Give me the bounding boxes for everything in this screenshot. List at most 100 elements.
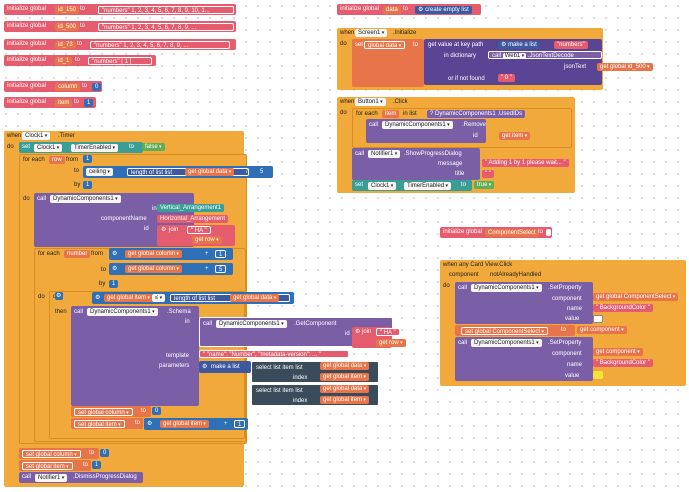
dyn-dropdown[interactable]: DynamicComponents1 (50, 195, 121, 203)
init-column[interactable]: initialize global column to 0 (4, 81, 102, 92)
dyn-dropdown[interactable]: DynamicComponents1 (216, 320, 287, 328)
ha-text-2[interactable]: " HA " (376, 328, 400, 336)
loop-var[interactable]: item (382, 110, 400, 118)
var-name[interactable]: column (55, 82, 81, 91)
init-id150[interactable]: initialize global id_150 to "numbers" 1,… (4, 4, 236, 15)
get-component-2[interactable]: get component (593, 348, 643, 356)
property-dropdown[interactable]: TimerEnabled (71, 143, 119, 152)
sel-get-data-2[interactable]: get global data (320, 385, 370, 393)
set-global-component-select[interactable]: set global ComponentSelect to (455, 325, 575, 336)
dyn-dropdown[interactable]: DynamicComponents1 (471, 284, 542, 292)
sel-get-data-1[interactable]: get global data (320, 362, 370, 370)
number-value[interactable]: 0 (92, 82, 102, 91)
set-global-column-2[interactable]: set global column to (19, 448, 99, 459)
set-var-dropdown[interactable]: set global ComponentSelect (461, 326, 548, 335)
gear-icon[interactable]: ⚙ (56, 293, 62, 299)
component-dropdown[interactable]: Button1 (355, 98, 386, 106)
init-data[interactable]: initialize global data to ⚙ create empty… (337, 4, 481, 15)
get-item[interactable]: get global item (104, 294, 153, 302)
get-row[interactable]: get row (192, 236, 222, 244)
clock-dropdown[interactable]: Clock1 (368, 181, 397, 190)
gear-icon[interactable]: ⚙ (112, 251, 118, 257)
dyn-dropdown[interactable]: DynamicComponents1 (87, 308, 158, 316)
dyn-dropdown[interactable]: DynamicComponents1 (435, 111, 496, 117)
add-block-to[interactable]: ⚙ get global column + 5 (109, 263, 233, 275)
var-name[interactable]: id_500 (55, 22, 80, 31)
init-id500[interactable]: initialize global id_500 to "numbers" 1,… (4, 21, 236, 32)
web-dropdown[interactable]: Web1 (502, 53, 527, 59)
from-value[interactable]: 1 (83, 155, 93, 163)
sel-get-item-2[interactable]: get global item (320, 396, 369, 404)
by-value[interactable]: 1 (109, 280, 119, 288)
create-empty-list[interactable]: ⚙ create empty list (415, 5, 472, 14)
property-dropdown[interactable]: TimerEnabled (404, 181, 452, 190)
one-value[interactable]: 1 (92, 461, 102, 469)
dyn-dropdown[interactable]: DynamicComponents1 (382, 121, 453, 129)
get-id500[interactable]: get global id_500 (597, 63, 653, 71)
divisor[interactable]: 5 (257, 168, 267, 176)
bg-color-text-2[interactable]: " BackgroundColor " (593, 359, 653, 367)
not-found-text[interactable]: " 0 " (498, 74, 515, 82)
number-value[interactable]: 1 (84, 98, 94, 107)
compare-block[interactable]: ⚙ get global item ≤ length of list list … (92, 292, 294, 304)
get-column[interactable]: get global column (125, 250, 182, 258)
plus-value-5[interactable]: 5 (215, 265, 227, 273)
set-var-dropdown[interactable]: set global column (74, 407, 133, 416)
set-var-dropdown[interactable]: set global column (22, 449, 81, 458)
title-text[interactable]: " " (482, 170, 494, 178)
set-global-column[interactable]: set global column to (71, 406, 151, 417)
add-block-from[interactable]: ⚙ get global column + 1 (109, 248, 233, 260)
plus-value[interactable]: 1 (215, 250, 227, 258)
false-value[interactable]: false (142, 143, 165, 151)
if-gear[interactable]: ⚙ (55, 292, 63, 300)
get-component[interactable]: get component (577, 326, 627, 334)
set-var-dropdown[interactable]: set global item (22, 461, 73, 470)
gear-icon[interactable]: ⚙ (501, 41, 507, 48)
dismiss-progress-call[interactable]: call Notifier1 .DismissProgressDialog (19, 472, 143, 483)
get-data[interactable]: get global data (185, 168, 235, 176)
make-list-block[interactable]: ⚙ make a list (199, 361, 251, 373)
init-item[interactable]: initialize global item to 1 (4, 97, 96, 108)
get-column[interactable]: get global column (125, 265, 182, 273)
set-global-item-2[interactable]: set global item to (19, 460, 91, 471)
ceiling-dropdown[interactable]: ceiling (86, 168, 113, 176)
var-name[interactable]: id_1 (55, 56, 73, 65)
list-value[interactable]: "numbers" 1, 2, 3, 4, 5, 6, 7, 8, 9, ... (98, 22, 234, 31)
get-data[interactable]: get global data (230, 294, 280, 302)
notifier-dropdown[interactable]: Notifier1 (368, 150, 401, 158)
set-property-call-2[interactable]: call DynamicComponents1 .SetProperty com… (455, 337, 593, 381)
vertical-arrangement[interactable]: Vertical_Arrangement1 (157, 204, 225, 212)
component-dropdown[interactable]: Clock1 (22, 132, 51, 140)
component-dropdown[interactable]: Screen1 (355, 29, 388, 37)
get-component-select[interactable]: get global ComponentSelect (593, 293, 679, 301)
var-name[interactable]: data (383, 5, 401, 14)
compare-op[interactable]: ≤ (152, 294, 166, 302)
ha-text[interactable]: " HA " (187, 226, 211, 234)
get-item[interactable]: get item (499, 132, 531, 140)
list-value[interactable]: "numbers" [ 1 ] (88, 56, 152, 65)
help-icon[interactable]: ? (430, 111, 434, 117)
message-text[interactable]: " Adding 1 by 1 please wait... " (482, 159, 569, 167)
join-block[interactable]: ⚙ join " HA " get row (157, 225, 235, 246)
set-global-item[interactable]: set global item to (71, 418, 143, 429)
dyn-dropdown[interactable]: DynamicComponents1 (471, 339, 542, 347)
init-component-select[interactable]: initialize global ComponentSelect to (440, 227, 552, 238)
used-ids-call[interactable]: ? DynamicComponents1 .UsedIDs (427, 110, 526, 118)
set-clock-timer-false[interactable]: set Clock1 TimerEnabled to (19, 142, 143, 153)
get-value-at-key-path[interactable]: get value at key path ⚙ make a list "num… (424, 39, 602, 85)
clock-dropdown[interactable]: Clock1 (34, 143, 63, 152)
gear-icon[interactable]: ⚙ (147, 421, 153, 427)
template-text[interactable]: " "name": "Number", "metadata-version": … (199, 350, 349, 358)
var-dropdown[interactable]: global data (364, 41, 406, 49)
plus-value[interactable]: 1 (234, 420, 246, 428)
get-item[interactable]: get global item (160, 420, 209, 428)
ceiling-block[interactable]: ceiling length of list list get global d… (83, 166, 273, 178)
gear-icon[interactable]: ⚙ (418, 6, 424, 13)
var-name[interactable]: ComponentSelect (485, 228, 539, 237)
component-name-text[interactable]: Horizontal_Arrangement (157, 215, 229, 223)
loop-var[interactable]: row (49, 156, 65, 164)
true-value[interactable]: true (474, 181, 495, 189)
get-row-2[interactable]: get row (376, 339, 406, 347)
set-property-call-1[interactable]: call DynamicComponents1 .SetProperty com… (455, 282, 593, 324)
init-id73[interactable]: initialize global id_73 to "numbers" 1, … (4, 39, 236, 50)
